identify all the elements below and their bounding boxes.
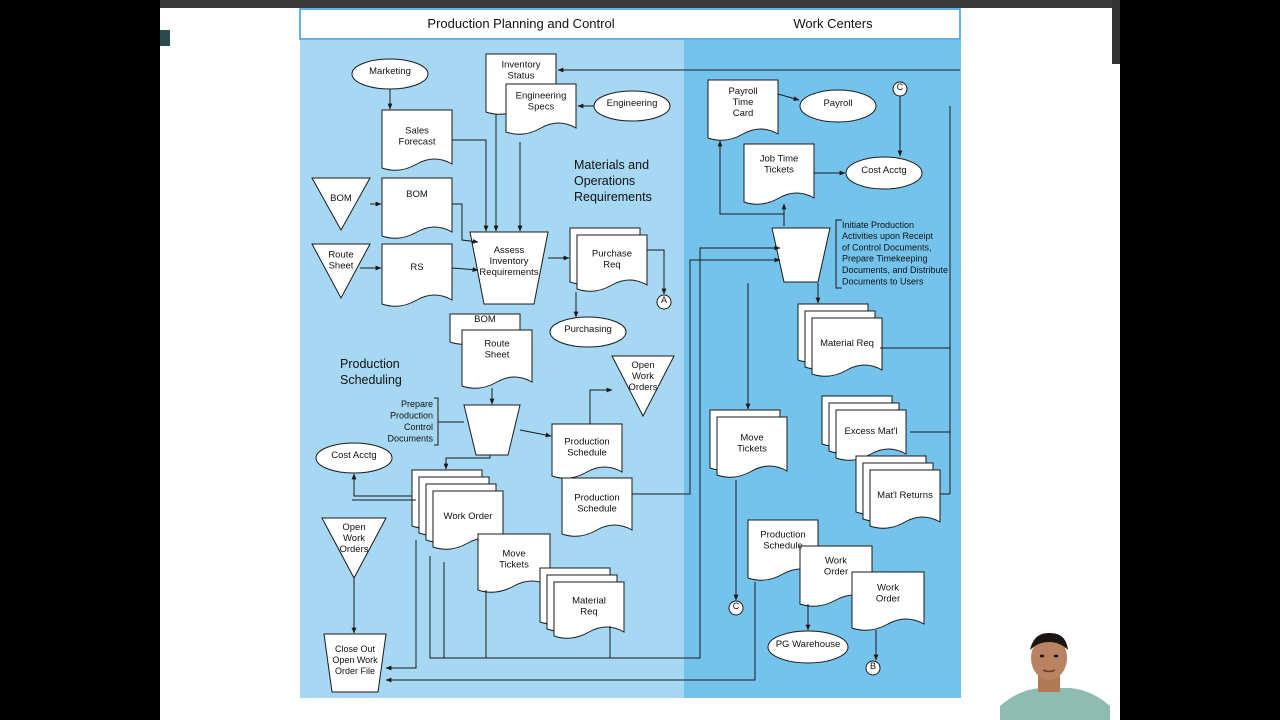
rs-doc [381,243,453,307]
bom-small-doc-label: BOM [474,314,496,325]
connector-c-bottom [728,600,744,616]
purchasing-node [549,316,627,348]
header-right: Work Centers [793,16,873,31]
material-req-right-stack-label: Material Req [820,338,874,349]
connector-a [656,294,672,310]
purchasing-node-label: Purchasing [564,324,612,335]
cost-acctg-right-node [845,156,923,190]
prepare-process [463,404,521,456]
assess-inventory-process [469,231,549,305]
right-edge-artifact [1112,0,1120,64]
flow-line [429,245,781,659]
flow-line [385,540,417,671]
pg-warehouse-node-label: PG Warehouse [776,639,841,650]
left-edge-artifact [160,30,170,46]
connector-a-label: A [661,295,667,305]
bom-input-tri [311,177,371,232]
presenter-webcam [1000,628,1110,720]
header-bar [299,8,961,40]
marketing-node-label: Marketing [369,66,411,77]
flow-line [451,267,479,272]
cost-acctg-right-node-label: Cost Acctg [861,165,906,176]
window-top-bar [160,0,1120,8]
connector-b-label: B [870,661,876,671]
initiate-process [771,227,831,283]
flow-line [777,93,800,101]
bom-doc-label: BOM [406,189,428,200]
cost-acctg-left-node-label: Cost Acctg [331,450,376,461]
flow-line [443,455,491,470]
connector-c-bottom-label: C [733,601,740,611]
bom-input-tri-label: BOM [330,193,352,204]
connector-b [865,660,881,676]
flow-line [385,582,756,683]
flow-line [717,140,784,215]
cost-acctg-left-node [315,442,393,474]
prod-schedule-a-doc [551,423,623,479]
engineering-node-label: Engineering [607,98,658,109]
open-wo-left-tri [321,517,387,580]
pg-warehouse-node [767,630,849,664]
job-time-tickets-doc [743,143,815,205]
header-left: Production Planning and Control [427,16,614,31]
route-sheet-doc [461,329,533,389]
flow-line [351,473,412,497]
connector-c-top-label: C [897,82,904,92]
bom-doc [381,177,453,239]
payroll-node-label: Payroll [823,98,852,109]
material-req-left-stack-sheet-3 [553,581,625,639]
flow-line [452,203,479,244]
flow-line [519,429,552,438]
sales-forecast-doc [381,109,453,171]
excess-matl-stack-label: Excess Mat'l [844,426,897,437]
route-sheet-tri [311,243,371,300]
material-req-right-stack-sheet-3 [811,317,883,377]
flow-line [632,257,781,495]
move-tickets-right-stack-sheet-2 [716,416,788,478]
work-order-stack-label: Work Order [444,511,493,522]
open-wo-right-tri [611,355,675,418]
engineering-specs-doc [505,83,577,135]
close-out-process [323,633,387,693]
purchase-req-stack-sheet-2 [576,234,648,292]
flow-line [452,139,489,232]
matl-returns-stack-label: Mat'l Returns [877,490,933,501]
prod-schedule-b-doc [561,477,633,537]
initiate-bracket [835,219,842,289]
excess-matl-stack-sheet-3 [835,409,907,461]
payroll-time-card-doc [707,79,779,141]
flow-line [647,249,667,295]
flow-line [589,387,613,424]
payroll-node [799,89,877,123]
rs-doc-label: RS [410,262,423,273]
matl-returns-stack-sheet-3 [869,469,941,529]
work-order-r2-doc [851,571,925,631]
